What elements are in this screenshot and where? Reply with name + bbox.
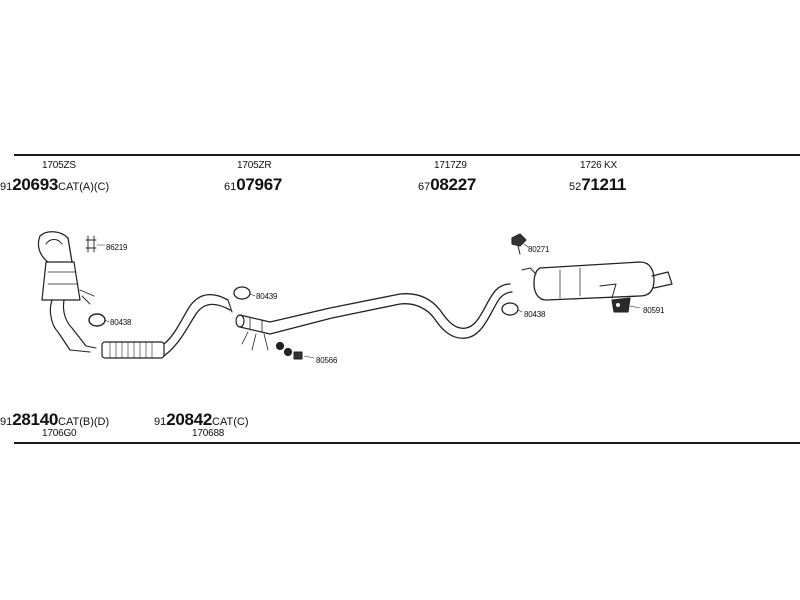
hardware-80566: [275, 341, 315, 360]
callout-80591: 80591: [643, 306, 665, 315]
bottom-divider: [14, 442, 800, 444]
part-number-1: 9120693CAT(A)(C): [0, 175, 109, 195]
part-number-prefix: 91: [0, 416, 13, 428]
gasket-80438-left: [88, 313, 110, 327]
ref-code-5: 1706G0: [42, 428, 77, 439]
part-number-5: 9128140CAT(B)(D): [0, 410, 109, 430]
clamp-80439: [233, 286, 256, 300]
callout-80439: 80439: [256, 292, 278, 301]
part-number-main: 71211: [581, 175, 627, 194]
part-number-2: 6107967: [224, 175, 282, 195]
part-number-main: 28140: [12, 410, 59, 429]
clamp-86219: [85, 235, 106, 253]
callout-80438-right: 80438: [524, 310, 546, 319]
part-number-main: 20842: [166, 410, 213, 429]
part-number-6: 9120842CAT(C): [154, 410, 249, 430]
part-number-main: 08227: [430, 175, 477, 194]
part-number-main: 20693: [12, 175, 59, 194]
part-number-prefix: 61: [224, 181, 237, 193]
part-number-prefix: 67: [418, 181, 431, 193]
callout-80438-left: 80438: [110, 318, 132, 327]
part-number-suffix: CAT(A)(C): [58, 181, 110, 193]
part-number-prefix: 52: [569, 181, 582, 193]
ref-code-4: 1726 KX: [580, 160, 617, 171]
part-number-prefix: 91: [154, 416, 167, 428]
part-number-main: 07967: [236, 175, 283, 194]
intermediate-pipe: [235, 283, 513, 351]
gasket-80438-right: [501, 302, 523, 316]
part-number-suffix: CAT(C): [212, 416, 249, 428]
catalytic-converter: [37, 231, 97, 353]
part-number-prefix: 91: [0, 181, 13, 193]
hanger-80591: [611, 297, 641, 313]
hanger-80271: [511, 233, 537, 275]
ref-code-3: 1717Z9: [434, 160, 467, 171]
ref-code-6: 170688: [192, 428, 225, 439]
top-divider: [14, 154, 800, 156]
part-number-4: 5271211: [569, 175, 626, 195]
ref-code-2: 1705ZR: [237, 160, 272, 171]
ref-code-1: 1705ZS: [42, 160, 76, 171]
part-number-suffix: CAT(B)(D): [58, 416, 110, 428]
callout-80271: 80271: [528, 245, 550, 254]
part-number-3: 6708227: [418, 175, 476, 195]
callout-80566: 80566: [316, 356, 338, 365]
callout-86219: 86219: [106, 243, 128, 252]
front-pipe: [101, 294, 233, 359]
rear-silencer: [533, 261, 673, 301]
